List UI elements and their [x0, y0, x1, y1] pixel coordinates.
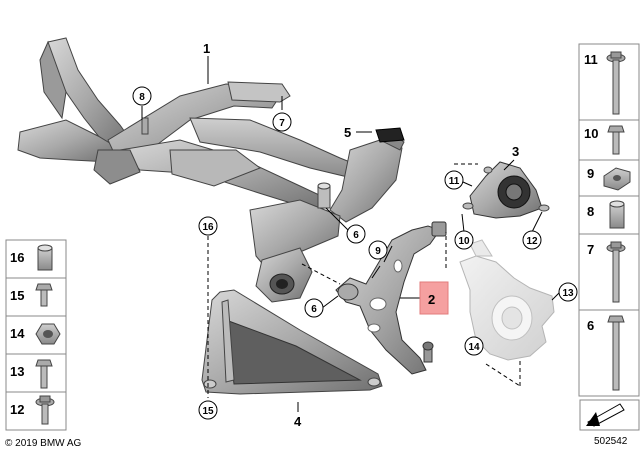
legend-right-7-number: 7 [587, 242, 594, 257]
svg-text:7: 7 [279, 118, 285, 129]
copyright: © 2019 BMW AG [5, 438, 82, 449]
long-flange-bolt-icon [606, 51, 626, 115]
svg-text:11: 11 [449, 176, 460, 187]
svg-text:9: 9 [375, 246, 381, 257]
bracket-part-5-drawing [375, 127, 405, 143]
callout-8: 8 [132, 86, 152, 106]
legend-left-16-number: 16 [10, 250, 24, 265]
bushing-mount-drawing [462, 161, 550, 219]
square-nut-icon [603, 167, 631, 191]
callout-13: 13 [558, 282, 578, 302]
callout-16: 16 [198, 216, 218, 236]
callout-4: 4 [294, 414, 302, 429]
callout-9: 9 [368, 240, 388, 260]
callout-2: 2 [428, 292, 435, 307]
legend-left-12-number: 12 [10, 402, 24, 417]
legend-right-8-number: 8 [587, 204, 594, 219]
svg-text:6: 6 [353, 230, 359, 241]
dashed-reference-lines [207, 163, 521, 398]
left-hardware-legend: 16 15 14 13 12 [5, 239, 67, 431]
svg-text:8: 8 [139, 92, 145, 103]
callout-6-upper: 6 [346, 224, 366, 244]
svg-text:10: 10 [458, 236, 470, 247]
callout-1: 1 [203, 41, 210, 56]
callout-14: 14 [464, 336, 484, 356]
medium-flange-bolt-icon [606, 241, 626, 303]
document-id: 502542 [594, 436, 628, 447]
callout-12: 12 [522, 230, 542, 250]
callout-5: 5 [344, 125, 351, 140]
legend-right-6-number: 6 [587, 318, 594, 333]
subframe-drawing [17, 37, 405, 303]
svg-text:15: 15 [202, 406, 214, 417]
legend-right-10-number: 10 [584, 126, 598, 141]
wishbone-drawing [335, 221, 447, 375]
callout-7: 7 [272, 112, 292, 132]
reinforcement-plate-drawing [201, 289, 383, 395]
flange-bolt-icon [35, 395, 55, 425]
bolt-icon [35, 359, 53, 389]
svg-text:12: 12 [526, 236, 538, 247]
legend-left-13-number: 13 [10, 364, 24, 379]
legend-right-11-number: 11 [584, 52, 598, 67]
callout-10: 10 [454, 230, 474, 250]
short-bolt-icon [35, 283, 53, 307]
legend-left-14-number: 14 [10, 326, 25, 341]
callout-11: 11 [444, 170, 464, 190]
svg-text:6: 6 [311, 304, 317, 315]
arrow-icon [586, 403, 625, 427]
callout-3: 3 [512, 144, 519, 159]
long-bolt-icon [607, 315, 625, 391]
callout-15: 15 [198, 400, 218, 420]
document-id-box [579, 399, 640, 431]
short-bolt-icon [607, 125, 625, 155]
bushing-sleeve-icon [37, 244, 53, 271]
legend-right-9-number: 9 [587, 166, 594, 181]
right-hardware-legend: 11 10 9 8 7 6 [578, 43, 640, 397]
svg-text:13: 13 [562, 288, 574, 299]
highlighted-part-badge [419, 281, 449, 315]
svg-text:14: 14 [468, 342, 480, 353]
legend-left-15-number: 15 [10, 288, 24, 303]
wheel-carrier-ghost-drawing [459, 239, 555, 361]
hex-nut-icon [35, 323, 61, 345]
sleeve-icon [609, 200, 625, 229]
svg-text:16: 16 [202, 222, 214, 233]
callout-6-lower: 6 [304, 298, 324, 318]
